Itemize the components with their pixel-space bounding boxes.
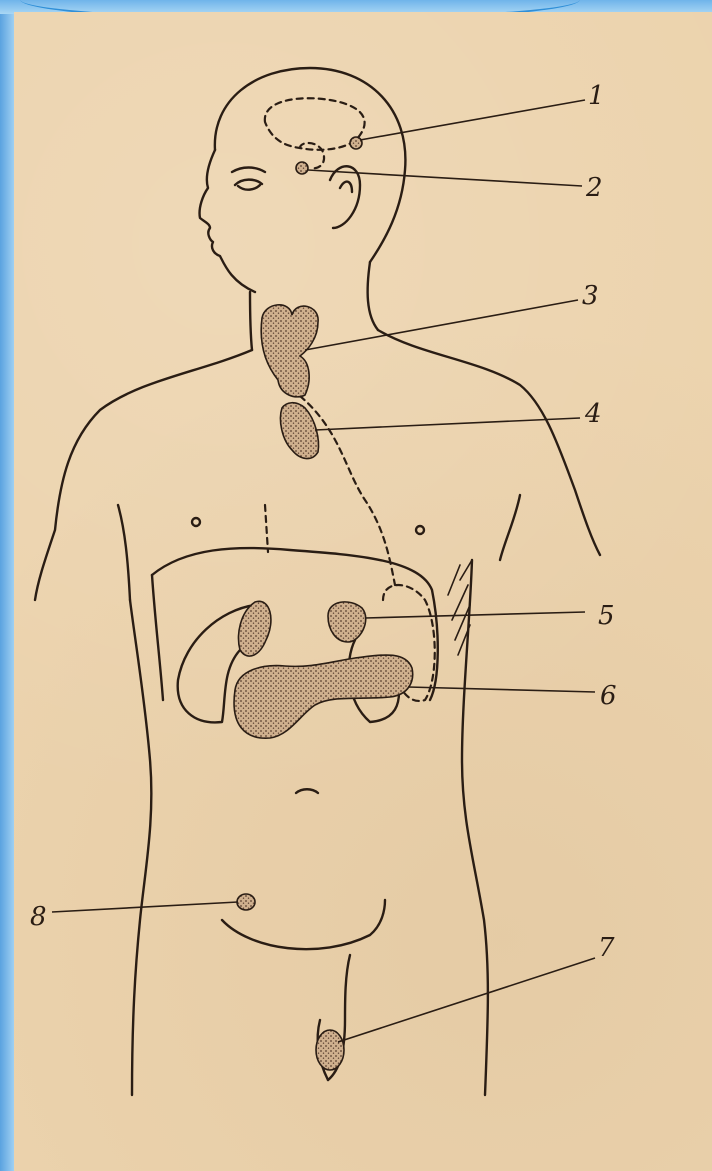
leader-line-1 bbox=[360, 100, 585, 140]
ribcage-left bbox=[152, 575, 163, 700]
torso-right bbox=[462, 560, 488, 1095]
pancreas bbox=[234, 655, 413, 738]
leader-line-3 bbox=[305, 300, 578, 350]
label-5: 5 bbox=[598, 601, 615, 631]
ear bbox=[330, 166, 360, 228]
left-inner-arm bbox=[118, 505, 130, 600]
neck-left bbox=[250, 292, 252, 350]
head-outline bbox=[215, 68, 406, 262]
testis bbox=[316, 1030, 344, 1070]
navel bbox=[296, 789, 318, 793]
neck-right bbox=[368, 262, 378, 330]
leader-line-4 bbox=[315, 418, 580, 430]
eye bbox=[235, 180, 262, 190]
torso-left bbox=[130, 600, 151, 1095]
right-inner-arm bbox=[500, 495, 520, 560]
face-profile bbox=[200, 150, 255, 292]
leader-line-5 bbox=[365, 612, 585, 618]
right-shoulder bbox=[378, 330, 600, 555]
pineal-gland bbox=[350, 137, 362, 149]
label-4: 4 bbox=[584, 399, 602, 429]
leader-line-8 bbox=[52, 902, 238, 912]
left-shoulder bbox=[35, 350, 252, 600]
label-7: 7 bbox=[598, 933, 615, 963]
label-8: 8 bbox=[30, 902, 47, 932]
label-1: 1 bbox=[588, 81, 605, 111]
label-6: 6 bbox=[600, 681, 617, 711]
label-3: 3 bbox=[582, 281, 599, 311]
right-nipple bbox=[416, 526, 424, 534]
ovary bbox=[237, 894, 255, 910]
pituitary-gland bbox=[296, 162, 308, 174]
label-2: 2 bbox=[585, 173, 603, 203]
ear-inner bbox=[340, 182, 352, 192]
sternum-dashed bbox=[265, 505, 268, 552]
adrenal-gland-left bbox=[239, 601, 271, 656]
leader-line-7 bbox=[338, 958, 595, 1042]
left-nipple bbox=[192, 518, 200, 526]
adrenal-gland-right bbox=[328, 602, 366, 642]
eyebrow bbox=[232, 168, 265, 173]
leader-line-6 bbox=[408, 687, 595, 692]
thyroid-gland bbox=[261, 305, 318, 397]
thymus-gland bbox=[280, 403, 318, 459]
